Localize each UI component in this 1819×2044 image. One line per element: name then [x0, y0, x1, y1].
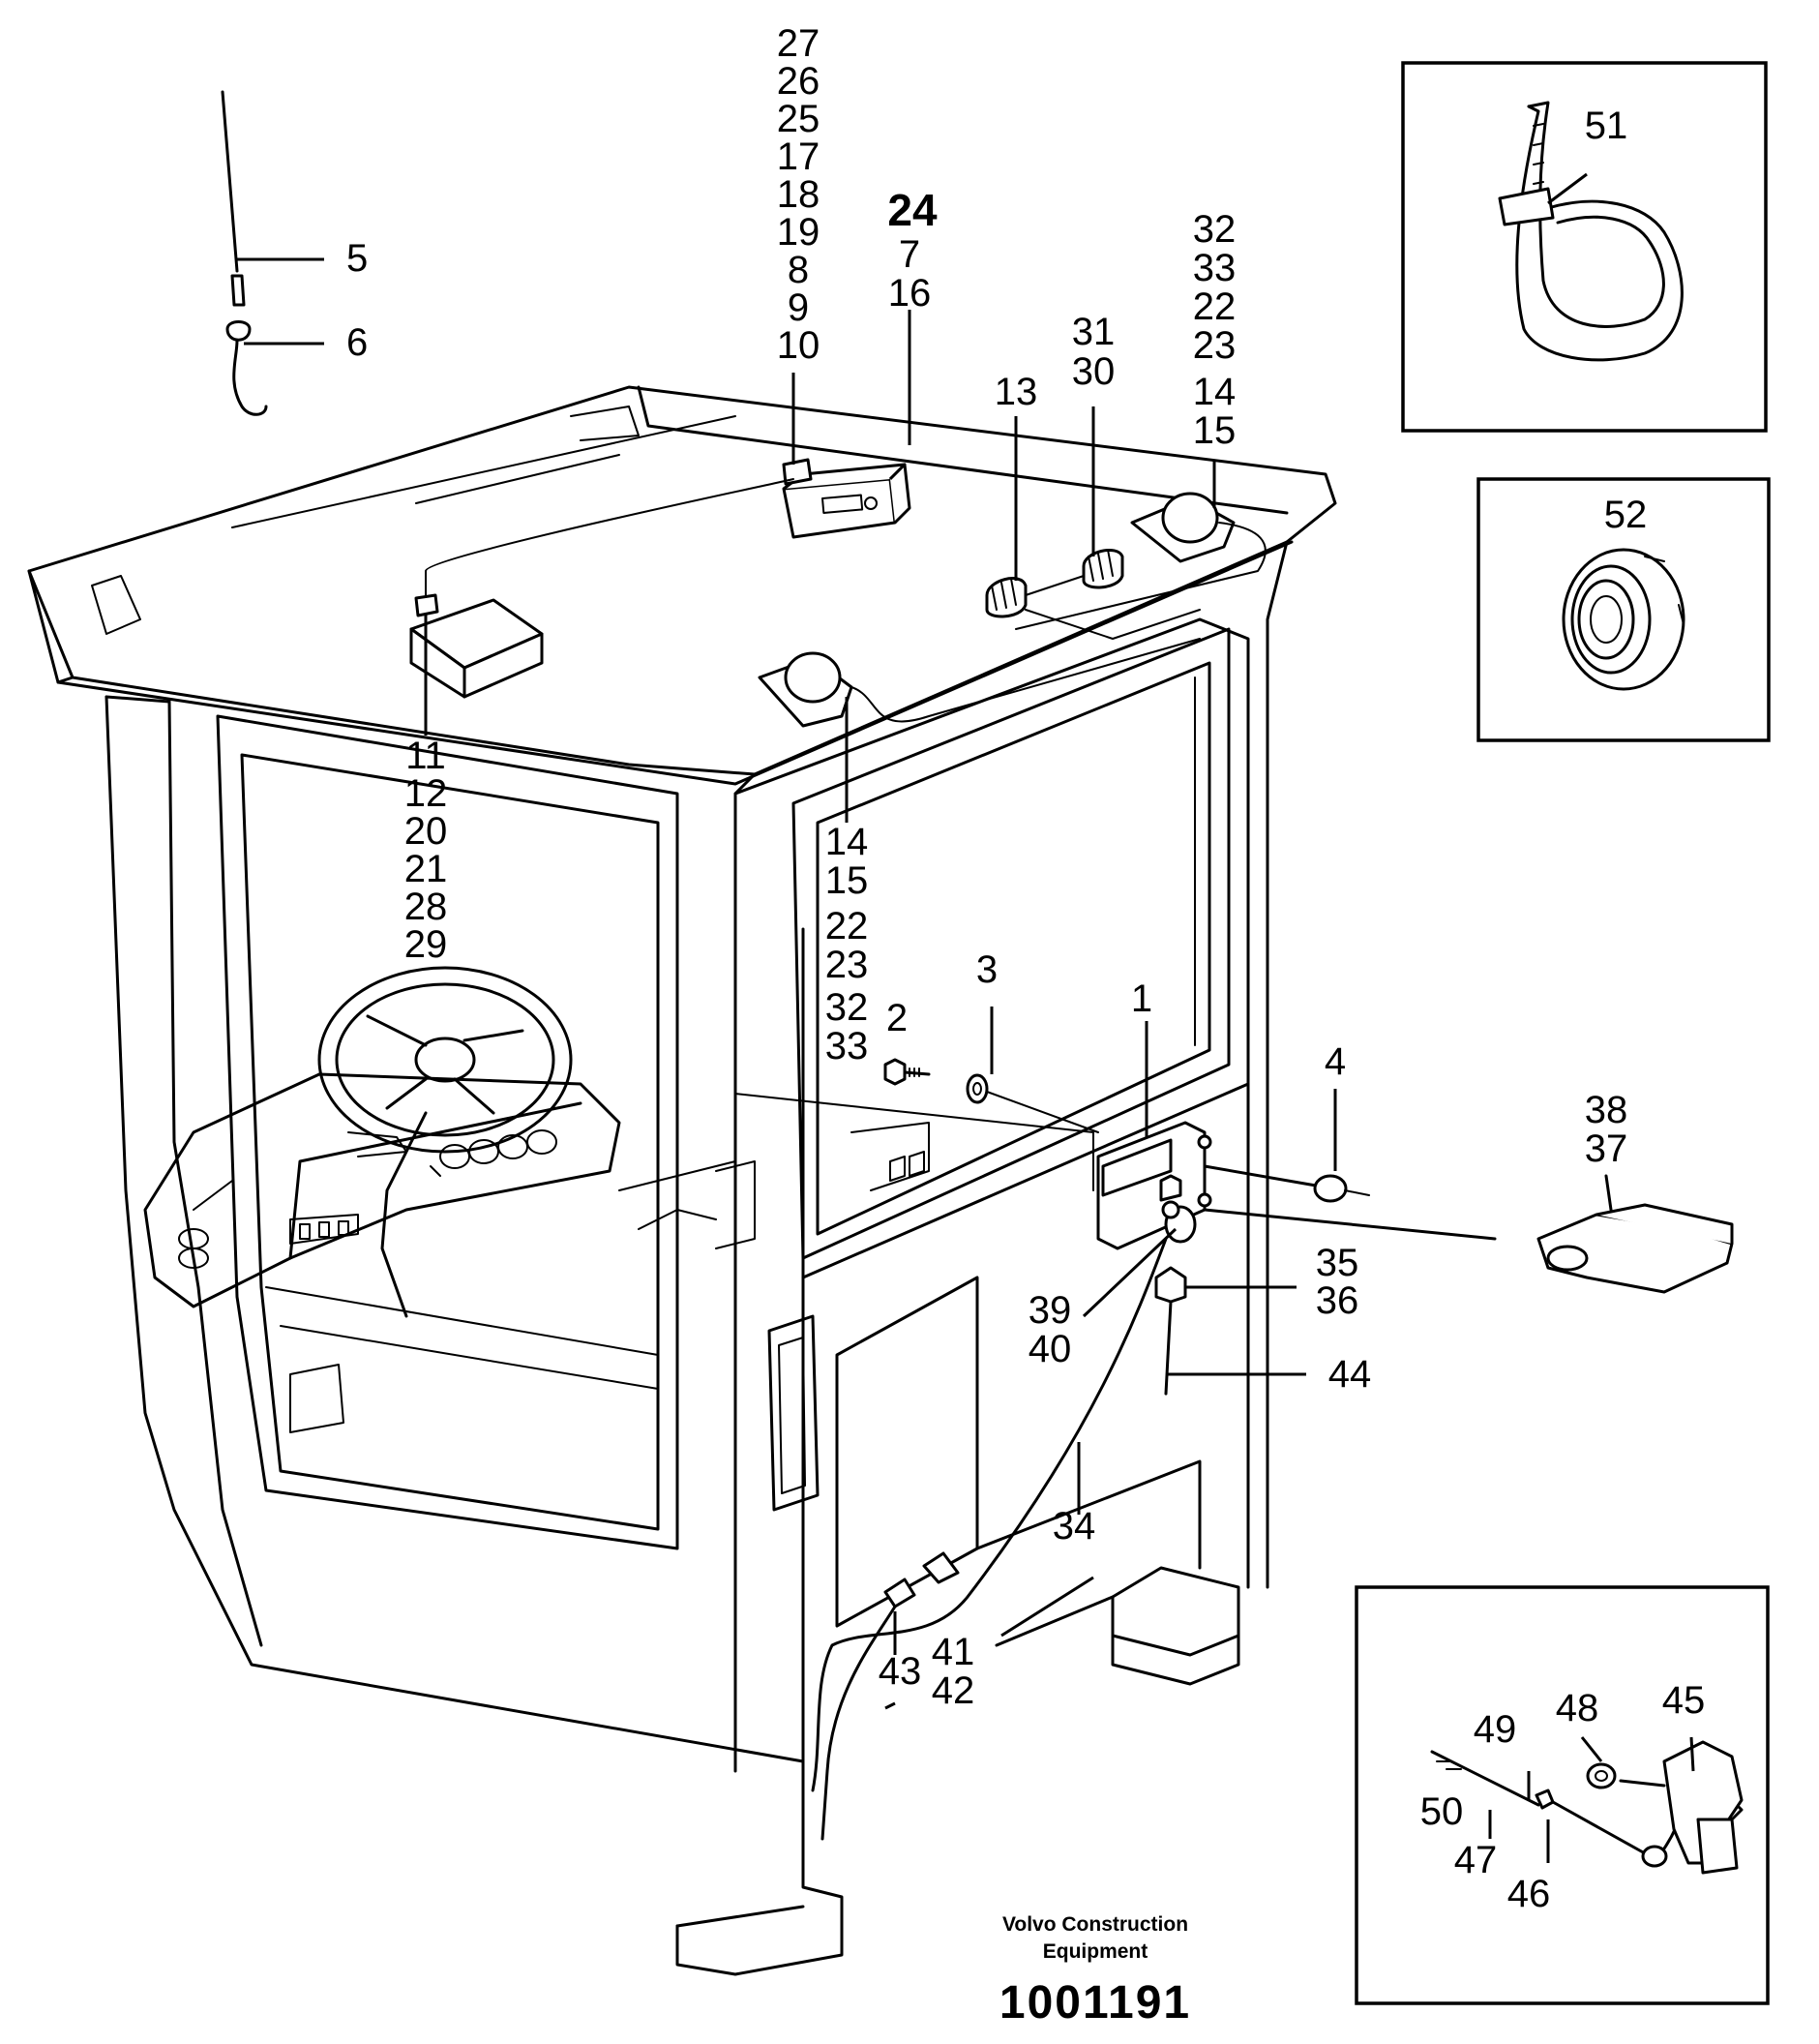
callout-45: 45: [1662, 1679, 1706, 1722]
callout-29: 29: [404, 923, 448, 966]
callout-17: 17: [777, 135, 820, 178]
radio-unit: [782, 458, 911, 539]
roof-box-left: [409, 478, 794, 699]
callout-23-center: 23: [825, 944, 869, 986]
callout-51: 51: [1585, 105, 1628, 147]
callout-23-top: 23: [1193, 324, 1237, 367]
antenna-cable-connectors: [820, 1551, 960, 1841]
callout-8: 8: [788, 249, 809, 291]
callout-21: 21: [404, 848, 448, 890]
company-name-line2: Equipment: [1043, 1940, 1148, 1963]
callout-14-center: 14: [825, 821, 869, 863]
callout-50: 50: [1420, 1790, 1464, 1833]
callout-27: 27: [777, 22, 820, 65]
callout-15-center: 15: [825, 859, 869, 902]
callout-44: 44: [1328, 1353, 1372, 1396]
callout-5: 5: [346, 237, 368, 280]
callout-36: 36: [1316, 1279, 1359, 1322]
callout-1: 1: [1131, 977, 1152, 1020]
inset-cable-tie: [1401, 61, 1768, 433]
roof-speaker-front: [758, 638, 1201, 728]
cab-illustration: [27, 385, 1337, 1976]
antenna: [221, 90, 268, 416]
callout-46: 46: [1507, 1873, 1551, 1915]
roof-speaker-rear: [1015, 492, 1267, 630]
roof-connectors: [985, 548, 1201, 640]
leader-lines: [237, 172, 1695, 1863]
callout-3: 3: [976, 948, 998, 991]
callout-24: 24: [887, 185, 938, 235]
callout-39: 39: [1029, 1289, 1072, 1332]
callout-11: 11: [405, 735, 446, 777]
callout-42: 42: [932, 1669, 975, 1712]
callout-31: 31: [1072, 311, 1116, 353]
fuse-holder: [1154, 1174, 1187, 1396]
callout-35: 35: [1316, 1242, 1359, 1284]
callout-15-top: 15: [1193, 409, 1237, 452]
callout-22-top: 22: [1193, 286, 1237, 328]
company-name-line1: Volvo Construction: [1002, 1913, 1188, 1936]
drawing-number: 1001191: [999, 1977, 1191, 2029]
callout-49: 49: [1474, 1708, 1517, 1751]
callout-12: 12: [404, 772, 448, 815]
bolt-washer-nut: [883, 1058, 1370, 1203]
callout-33-center: 33: [825, 1025, 869, 1067]
callout-34: 34: [1053, 1505, 1096, 1548]
inset-terminal: [1355, 1585, 1770, 2005]
callout-48: 48: [1556, 1687, 1599, 1729]
callout-41: 41: [932, 1631, 975, 1673]
callout-6: 6: [346, 321, 368, 364]
callout-7: 7: [899, 233, 920, 276]
callout-33-top: 33: [1193, 247, 1237, 289]
callout-47: 47: [1454, 1839, 1498, 1881]
callout-10: 10: [777, 324, 820, 367]
callout-16: 16: [888, 272, 932, 315]
callout-32-center: 32: [825, 986, 869, 1029]
callout-2: 2: [886, 997, 908, 1039]
callout-40: 40: [1029, 1328, 1072, 1370]
title-block: Volvo Construction Equipment 1001191: [999, 1913, 1191, 2029]
callout-14-top: 14: [1193, 371, 1237, 413]
dongle-38-37: [1536, 1174, 1734, 1294]
callout-38: 38: [1585, 1089, 1628, 1131]
callout-37: 37: [1585, 1127, 1628, 1170]
callout-28: 28: [404, 886, 448, 928]
callout-32-top: 32: [1193, 208, 1237, 251]
control-unit: [811, 1121, 1497, 1792]
inset-grommet: [1476, 477, 1771, 742]
callout-43: 43: [879, 1650, 922, 1693]
callout-4: 4: [1325, 1040, 1346, 1083]
callout-52: 52: [1604, 494, 1648, 536]
callout-26: 26: [777, 60, 820, 103]
callout-22-center: 22: [825, 905, 869, 947]
callout-labels: 5 6 27 26 25 17 18 19 8 9 10 24 7 16 13 …: [346, 22, 1705, 1915]
callout-25: 25: [777, 98, 820, 140]
callout-18: 18: [777, 173, 820, 216]
callout-19: 19: [777, 211, 820, 254]
callout-13: 13: [995, 371, 1038, 413]
callout-9: 9: [788, 286, 809, 329]
callout-20: 20: [404, 810, 448, 853]
callout-30: 30: [1072, 350, 1116, 393]
